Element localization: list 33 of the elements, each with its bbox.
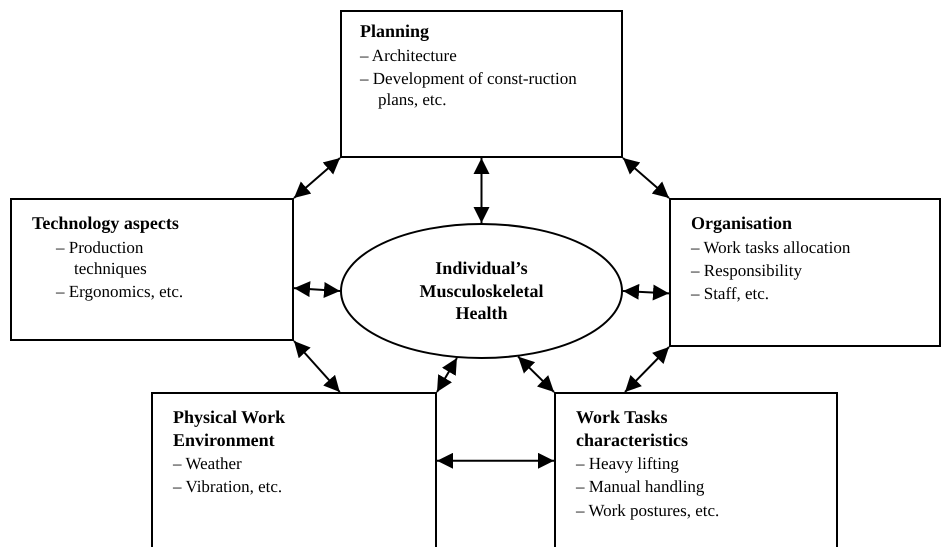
category-box <box>10 198 294 341</box>
list-item: – Weather <box>173 453 243 474</box>
list-item: – Production techniques <box>56 236 148 279</box>
list-item: – Staff, etc. <box>691 283 770 304</box>
category-heading: Physical Work Environment <box>173 406 286 451</box>
category-box <box>669 198 941 347</box>
category-heading: Work Tasks characteristics <box>576 406 689 451</box>
list-item: – Ergonomics, etc. <box>56 281 184 302</box>
list-item: – Work tasks allocation <box>691 236 852 258</box>
category-heading: Individual’s Musculoskeletal Health <box>418 257 544 325</box>
category-heading: Organisation <box>691 212 794 234</box>
list-item: – Heavy lifting <box>576 453 680 474</box>
list-item: – Work postures, etc. <box>576 500 720 521</box>
double-arrow <box>294 281 340 298</box>
list-item: – Manual handling <box>576 476 706 498</box>
double-arrow <box>624 346 670 393</box>
category-heading: Technology aspects <box>32 212 180 234</box>
double-arrow <box>293 340 340 393</box>
double-arrow <box>436 357 458 392</box>
list-item: – Vibration, etc. <box>173 476 284 498</box>
double-arrow <box>622 157 670 199</box>
double-arrow <box>622 284 670 301</box>
double-arrow <box>293 157 341 199</box>
category-box <box>554 392 838 547</box>
list-item: – Responsibility <box>691 260 803 281</box>
list-item: – Architecture <box>360 44 458 66</box>
double-arrow <box>474 158 490 223</box>
double-arrow <box>437 452 554 469</box>
category-box <box>340 10 623 158</box>
category-heading: Planning <box>360 20 430 42</box>
double-arrow <box>517 356 555 393</box>
list-item: – Development of const-ruction plans, etc. <box>360 68 578 110</box>
category-box <box>151 392 437 547</box>
